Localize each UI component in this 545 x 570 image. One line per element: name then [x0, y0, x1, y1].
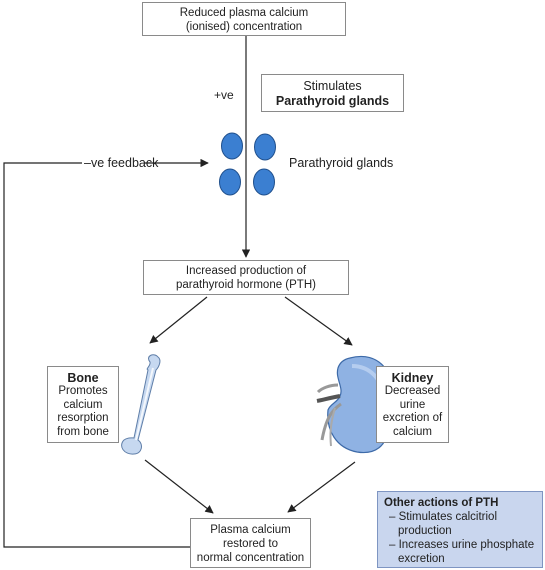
kidney-line4: calcium	[393, 425, 432, 438]
bone-line3: resorption	[57, 412, 109, 424]
reduced-calcium-line1: Reduced plasma calcium	[179, 7, 309, 19]
positive-label: +ve	[214, 88, 234, 102]
result-line1: Plasma calcium	[210, 524, 291, 536]
bone-box: Bone Promotes calcium resorption from bo…	[47, 366, 119, 443]
arrow-kidney-to-result	[287, 461, 356, 513]
arrow-bone-to-result	[144, 459, 214, 514]
glands-label: Parathyroid glands	[289, 156, 394, 170]
stimulates-box: Stimulates Parathyroid glands	[261, 74, 404, 112]
result-line3: normal concentration	[196, 552, 305, 564]
bone-title: Bone	[67, 371, 99, 385]
other-action-item: – Increases urine phosphate excretion	[389, 539, 535, 565]
feedback-loop-line	[3, 162, 190, 548]
pth-line2: parathyroid hormone (PTH)	[176, 279, 316, 291]
arrow-to-bone	[149, 296, 208, 344]
stimulates-line2: Parathyroid glands	[275, 94, 390, 108]
kidney-line3: excretion of	[382, 412, 443, 424]
kidney-line2: urine	[399, 398, 426, 411]
arrow-to-kidney	[284, 296, 353, 346]
pth-line1: Increased production of	[185, 265, 307, 277]
result-box: Plasma calcium restored to normal concen…	[190, 518, 311, 568]
feedback-label: –ve feedback	[84, 156, 159, 170]
other-action-item: – Stimulates calcitriol production	[389, 511, 498, 537]
bone-line1: Promotes	[58, 385, 108, 397]
pth-production-box: Increased production of parathyroid horm…	[143, 260, 349, 295]
stimulates-line1: Stimulates	[303, 79, 362, 93]
kidney-box: Kidney Decreased urine excretion of calc…	[376, 366, 449, 443]
other-actions-title: Other actions of PTH	[384, 497, 499, 509]
bone-line2: calcium	[63, 398, 103, 411]
bone-line4: from bone	[57, 425, 109, 438]
gland-top-right	[254, 133, 276, 161]
gland-bottom-right	[253, 168, 275, 196]
kidney-title: Kidney	[391, 371, 434, 385]
kidney-line1: Decreased	[384, 385, 441, 397]
gland-bottom-left	[219, 168, 241, 196]
gland-top-left	[221, 132, 243, 160]
other-actions-box: Other actions of PTH – Stimulates calcit…	[377, 491, 543, 568]
result-line2: restored to	[223, 538, 278, 550]
reduced-calcium-box: Reduced plasma calcium (ionised) concent…	[142, 2, 346, 36]
reduced-calcium-line2: (ionised) concentration	[185, 21, 303, 33]
